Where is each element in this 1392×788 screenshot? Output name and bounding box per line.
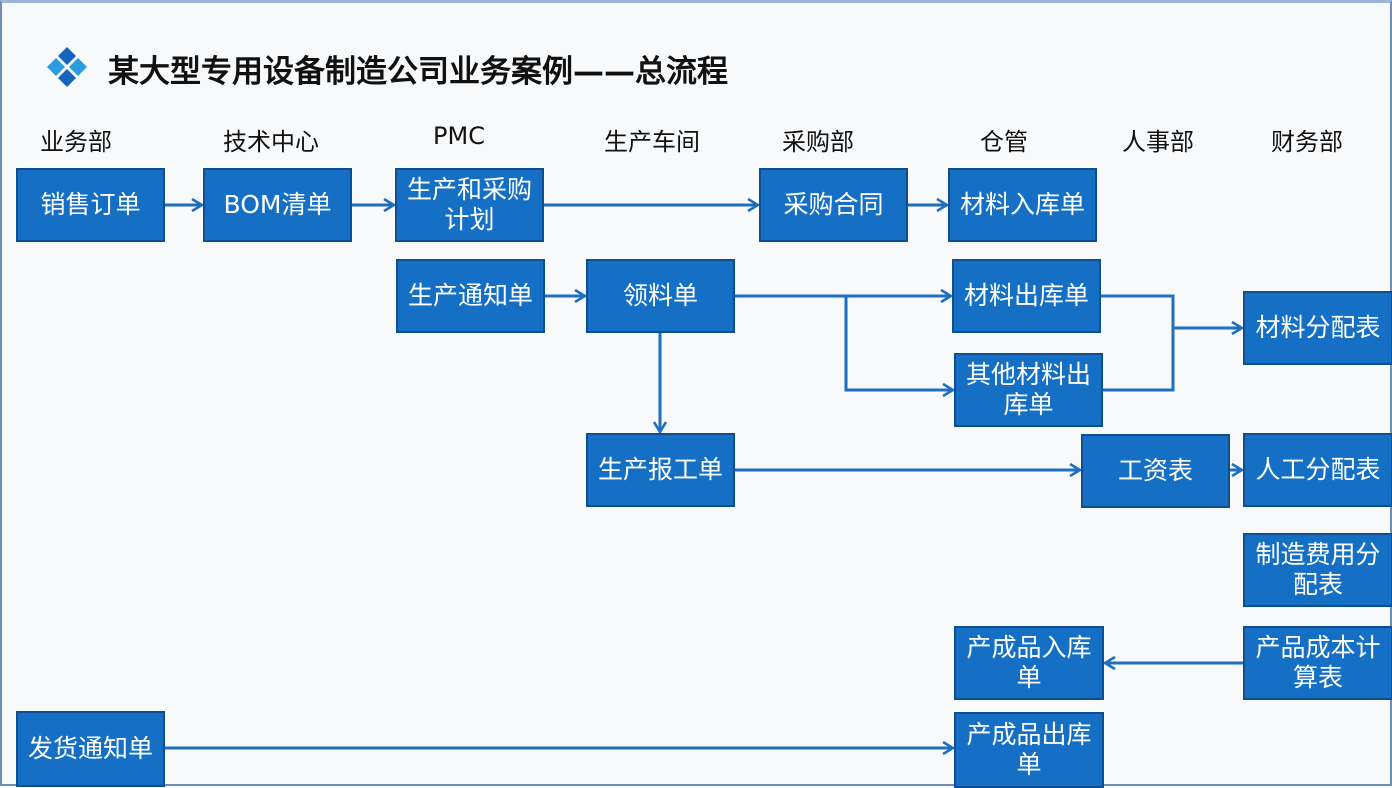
node-payroll[interactable]: 工资表 [1081, 434, 1230, 508]
node-labor-alloc[interactable]: 人工分配表 [1243, 433, 1392, 507]
connector-matout-merge [1100, 294, 1175, 392]
node-material-alloc[interactable]: 材料分配表 [1243, 291, 1392, 365]
arrow-req-to-othermatout [844, 296, 953, 390]
node-overhead-alloc[interactable]: 制造费用分配表 [1243, 533, 1392, 607]
node-finished-out[interactable]: 产成品出库单 [954, 712, 1104, 788]
node-bom-list[interactable]: BOM清单 [203, 168, 352, 242]
node-material-out[interactable]: 材料出库单 [952, 259, 1101, 333]
node-finished-in[interactable]: 产成品入库单 [954, 626, 1104, 700]
four-diamond-logo-icon [47, 47, 87, 87]
dept-pmc: PMC [433, 122, 485, 150]
dept-finance: 财务部 [1271, 128, 1343, 156]
dept-hr: 人事部 [1122, 128, 1194, 156]
dept-warehouse: 仓管 [980, 128, 1028, 156]
node-material-in[interactable]: 材料入库单 [948, 168, 1097, 242]
dept-workshop: 生产车间 [604, 128, 700, 156]
dept-sales: 业务部 [40, 128, 112, 156]
dept-tech-center: 技术中心 [223, 128, 319, 156]
node-other-material-out[interactable]: 其他材料出库单 [954, 353, 1103, 427]
node-prod-purchase-plan[interactable]: 生产和采购计划 [395, 168, 544, 242]
page-title: 某大型专用设备制造公司业务案例——总流程 [108, 54, 728, 90]
dept-purchasing: 采购部 [782, 128, 854, 156]
node-delivery-notice[interactable]: 发货通知单 [16, 711, 165, 787]
node-purchase-contract[interactable]: 采购合同 [759, 168, 908, 242]
node-work-report[interactable]: 生产报工单 [586, 433, 735, 507]
node-sales-order[interactable]: 销售订单 [16, 168, 165, 242]
node-prod-notice[interactable]: 生产通知单 [396, 259, 545, 333]
node-material-requisition[interactable]: 领料单 [586, 259, 735, 333]
node-cost-calc[interactable]: 产品成本计算表 [1243, 626, 1392, 700]
